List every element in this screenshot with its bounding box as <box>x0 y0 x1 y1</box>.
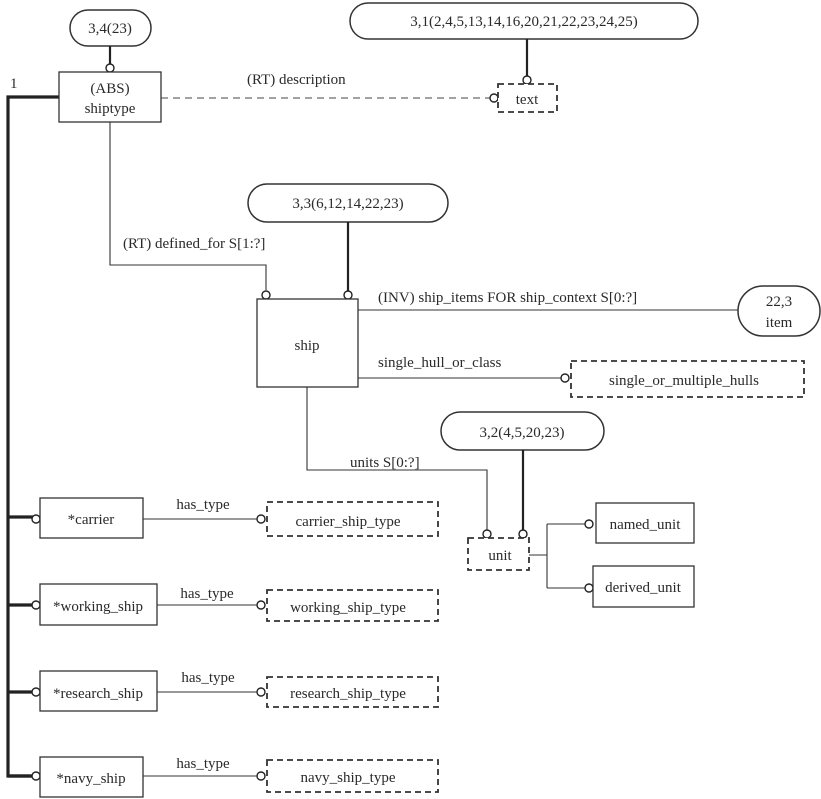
relation-end-circle <box>256 771 266 781</box>
page-ref-shiptype-label: 3,4(23) <box>88 21 132 37</box>
type-navy-ship-type[interactable] <box>266 759 439 793</box>
ship-items-relation-label: (INV) ship_items FOR ship_context S[0:?] <box>378 290 637 306</box>
relation-end-circle <box>31 600 41 610</box>
relation-end-circle <box>584 519 594 529</box>
page-ref-unit-label: 3,2(4,5,20,23) <box>480 425 565 441</box>
entity-shiptype-abs: (ABS) <box>90 81 129 97</box>
type-text-label: text <box>516 92 539 108</box>
units-relation-line <box>306 387 488 530</box>
cardinality-label: 1 <box>10 76 18 92</box>
relation-end-circle <box>584 583 594 593</box>
entity-carrier[interactable] <box>39 497 144 539</box>
units-relation-label: units S[0:?] <box>350 455 420 471</box>
defined-for-relation-line <box>109 122 267 290</box>
relation-end-circle <box>489 93 499 103</box>
entity-shiptype-name: shiptype <box>85 101 136 117</box>
relation-end-circle <box>482 529 492 539</box>
page-ref-text[interactable] <box>349 2 699 40</box>
entity-derived-unit-label: derived_unit <box>605 580 682 596</box>
type-research-ship-type[interactable] <box>266 676 439 708</box>
relation-end-circle <box>256 600 266 610</box>
type-single-or-multiple-hulls-label: single_or_multiple_hulls <box>609 373 759 389</box>
type-single-or-multiple-hulls[interactable] <box>570 360 805 398</box>
entity-navy-ship-label: *navy_ship <box>56 771 125 787</box>
relation-end-circle <box>256 514 266 524</box>
navy-ship-has-type-label: has_type <box>176 756 230 772</box>
entity-working-ship-label: *working_ship <box>53 599 143 615</box>
entity-named-unit-label: named_unit <box>610 517 682 533</box>
research-ship-has-type-label: has_type <box>181 670 235 686</box>
defined-for-relation-label: (RT) defined_for S[1:?] <box>123 236 265 252</box>
entity-research-ship[interactable] <box>39 670 158 712</box>
page-ref-item[interactable] <box>737 285 821 337</box>
entity-research-ship-label: *research_ship <box>53 686 143 702</box>
type-navy-ship-type-label: navy_ship_type <box>301 770 396 786</box>
entity-derived-unit[interactable] <box>592 565 695 608</box>
type-unit[interactable] <box>467 537 530 571</box>
type-unit-label: unit <box>488 548 512 564</box>
relation-end-circle <box>560 373 570 383</box>
relation-end-circle <box>518 529 528 539</box>
relation-end-circle <box>105 63 115 73</box>
type-working-ship-type-label: working_ship_type <box>290 600 406 616</box>
type-working-ship-type[interactable] <box>266 589 439 622</box>
page-ref-item-number: 22,3 <box>766 294 792 310</box>
relation-end-circle <box>31 514 41 524</box>
type-carrier-ship-type[interactable] <box>266 501 439 537</box>
relation-end-circle <box>31 771 41 781</box>
single-hull-relation-label: single_hull_or_class <box>378 355 501 371</box>
entity-named-unit[interactable] <box>595 502 695 544</box>
entity-ship-label: ship <box>294 338 319 354</box>
subtype-tree: 1 <box>6 76 59 778</box>
entity-ship[interactable] <box>256 298 359 388</box>
type-text[interactable] <box>497 83 558 113</box>
page-ref-text-label: 3,1(2,4,5,13,14,16,20,21,22,23,24,25) <box>410 14 638 30</box>
entity-working-ship[interactable] <box>39 583 158 626</box>
type-research-ship-type-label: research_ship_type <box>290 686 406 702</box>
relation-end-circle <box>343 290 353 300</box>
relation-end-circle <box>522 75 532 85</box>
description-relation-label: (RT) description <box>247 72 346 88</box>
working-ship-has-type-label: has_type <box>180 586 234 602</box>
page-ref-ship-label: 3,3(6,12,14,22,23) <box>292 196 403 212</box>
entity-navy-ship[interactable] <box>39 756 144 798</box>
page-ref-item-name: item <box>766 315 793 331</box>
entity-carrier-label: *carrier <box>68 512 115 528</box>
carrier-has-type-label: has_type <box>176 497 230 513</box>
relation-end-circle <box>31 687 41 697</box>
type-carrier-ship-type-label: carrier_ship_type <box>296 514 401 530</box>
relation-end-circle <box>261 290 271 300</box>
relation-end-circle <box>256 687 266 697</box>
